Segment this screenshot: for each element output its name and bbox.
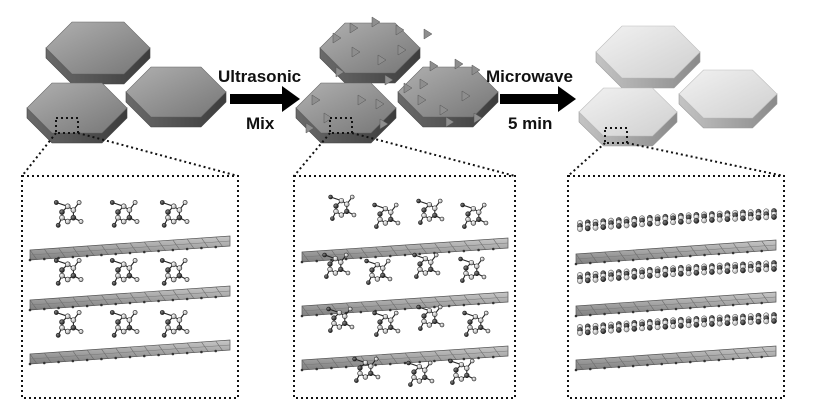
plates-mixed — [295, 22, 499, 144]
layer-slab — [28, 285, 231, 312]
microwave-arrow — [500, 86, 576, 112]
triangle-marker — [471, 64, 481, 76]
intercalant-molecule — [458, 256, 487, 283]
zoom-selector-mixed — [329, 117, 353, 134]
intercalant-molecule — [460, 202, 489, 229]
intercalant-molecule — [416, 198, 445, 225]
layer-slab — [28, 339, 231, 366]
plate — [319, 22, 421, 84]
triangle-marker — [454, 58, 464, 70]
intercalant-molecule — [448, 358, 477, 385]
plate — [397, 66, 499, 128]
microwave-label: Microwave — [486, 67, 573, 86]
time-label: 5 min — [508, 114, 552, 133]
triangle-marker — [377, 54, 387, 66]
plate — [678, 69, 778, 129]
intercalant-molecule — [53, 258, 84, 286]
triangle-marker — [429, 60, 439, 72]
mix-label: Mix — [246, 114, 275, 133]
triangle-marker — [305, 122, 315, 134]
triangle-marker — [419, 78, 429, 90]
intercalant-molecule — [372, 310, 401, 337]
triangle-marker — [375, 98, 385, 110]
panel-frame-microwaved — [567, 175, 785, 399]
triangle-marker — [395, 24, 405, 36]
plate — [45, 21, 151, 85]
plate — [125, 66, 227, 128]
triangle-marker — [473, 112, 483, 124]
intercalant-molecule — [322, 252, 351, 279]
triangle-marker — [445, 116, 455, 128]
zoom-selector-microwaved — [604, 127, 628, 144]
triangle-marker — [379, 118, 389, 130]
intercalant-molecule — [364, 258, 393, 285]
intercalant-molecule — [412, 252, 441, 279]
triangle-marker — [439, 104, 449, 116]
plates-initial — [26, 21, 227, 144]
triangle-marker — [403, 82, 413, 94]
layer-slab — [300, 291, 509, 318]
layer-slab — [300, 237, 509, 264]
triangle-marker — [397, 44, 407, 56]
intercalant-molecule — [326, 306, 355, 333]
panel-microwaved — [574, 208, 777, 372]
intercalant-molecule — [159, 310, 190, 338]
plate — [595, 25, 701, 89]
triangle-marker — [461, 90, 471, 102]
carbon-sheet — [577, 312, 777, 336]
plate — [295, 82, 397, 144]
layer-slab — [28, 235, 231, 262]
layer-slab — [574, 291, 777, 318]
ultrasonic-label: Ultrasonic — [218, 67, 301, 86]
intercalant-molecule — [53, 200, 84, 228]
zoom-selector-initial — [55, 117, 79, 134]
ultrasonic-arrow — [230, 86, 300, 112]
triangle-marker — [351, 46, 361, 58]
layer-slab — [300, 345, 509, 372]
triangle-marker — [311, 94, 321, 106]
triangle-marker — [417, 94, 427, 106]
intercalant-molecule — [109, 200, 140, 228]
intercalant-molecule — [109, 310, 140, 338]
triangle-marker — [371, 16, 381, 28]
intercalant-molecule — [159, 258, 190, 286]
triangle-marker — [323, 112, 333, 124]
plates-microwaved — [578, 25, 778, 147]
plate — [578, 87, 678, 147]
layer-slab — [574, 345, 777, 372]
intercalant-molecule — [416, 304, 445, 331]
intercalant-molecule — [462, 310, 491, 337]
intercalant-molecule — [328, 194, 357, 221]
triangle-marker — [357, 94, 367, 106]
panel-frame-mixed — [293, 175, 516, 399]
intercalant-molecule — [53, 310, 84, 338]
triangle-marker — [384, 74, 394, 86]
intercalant-molecule — [159, 200, 190, 228]
plate — [26, 82, 128, 144]
panel-frame-initial — [21, 175, 239, 399]
triangle-marker — [335, 66, 345, 78]
triangle-marker — [332, 32, 342, 44]
triangle-marker — [423, 28, 433, 40]
zoom-guides — [21, 117, 785, 399]
intercalant-triangles — [305, 16, 483, 134]
carbon-sheet — [577, 208, 777, 232]
intercalant-molecule — [352, 356, 381, 383]
carbon-sheet — [577, 260, 777, 284]
intercalant-molecule — [109, 258, 140, 286]
triangle-marker — [349, 22, 359, 34]
panel-mixed — [300, 194, 509, 387]
panel-initial — [28, 200, 231, 366]
intercalant-molecule — [406, 360, 435, 387]
intercalant-molecule — [372, 202, 401, 229]
layer-slab — [574, 239, 777, 266]
